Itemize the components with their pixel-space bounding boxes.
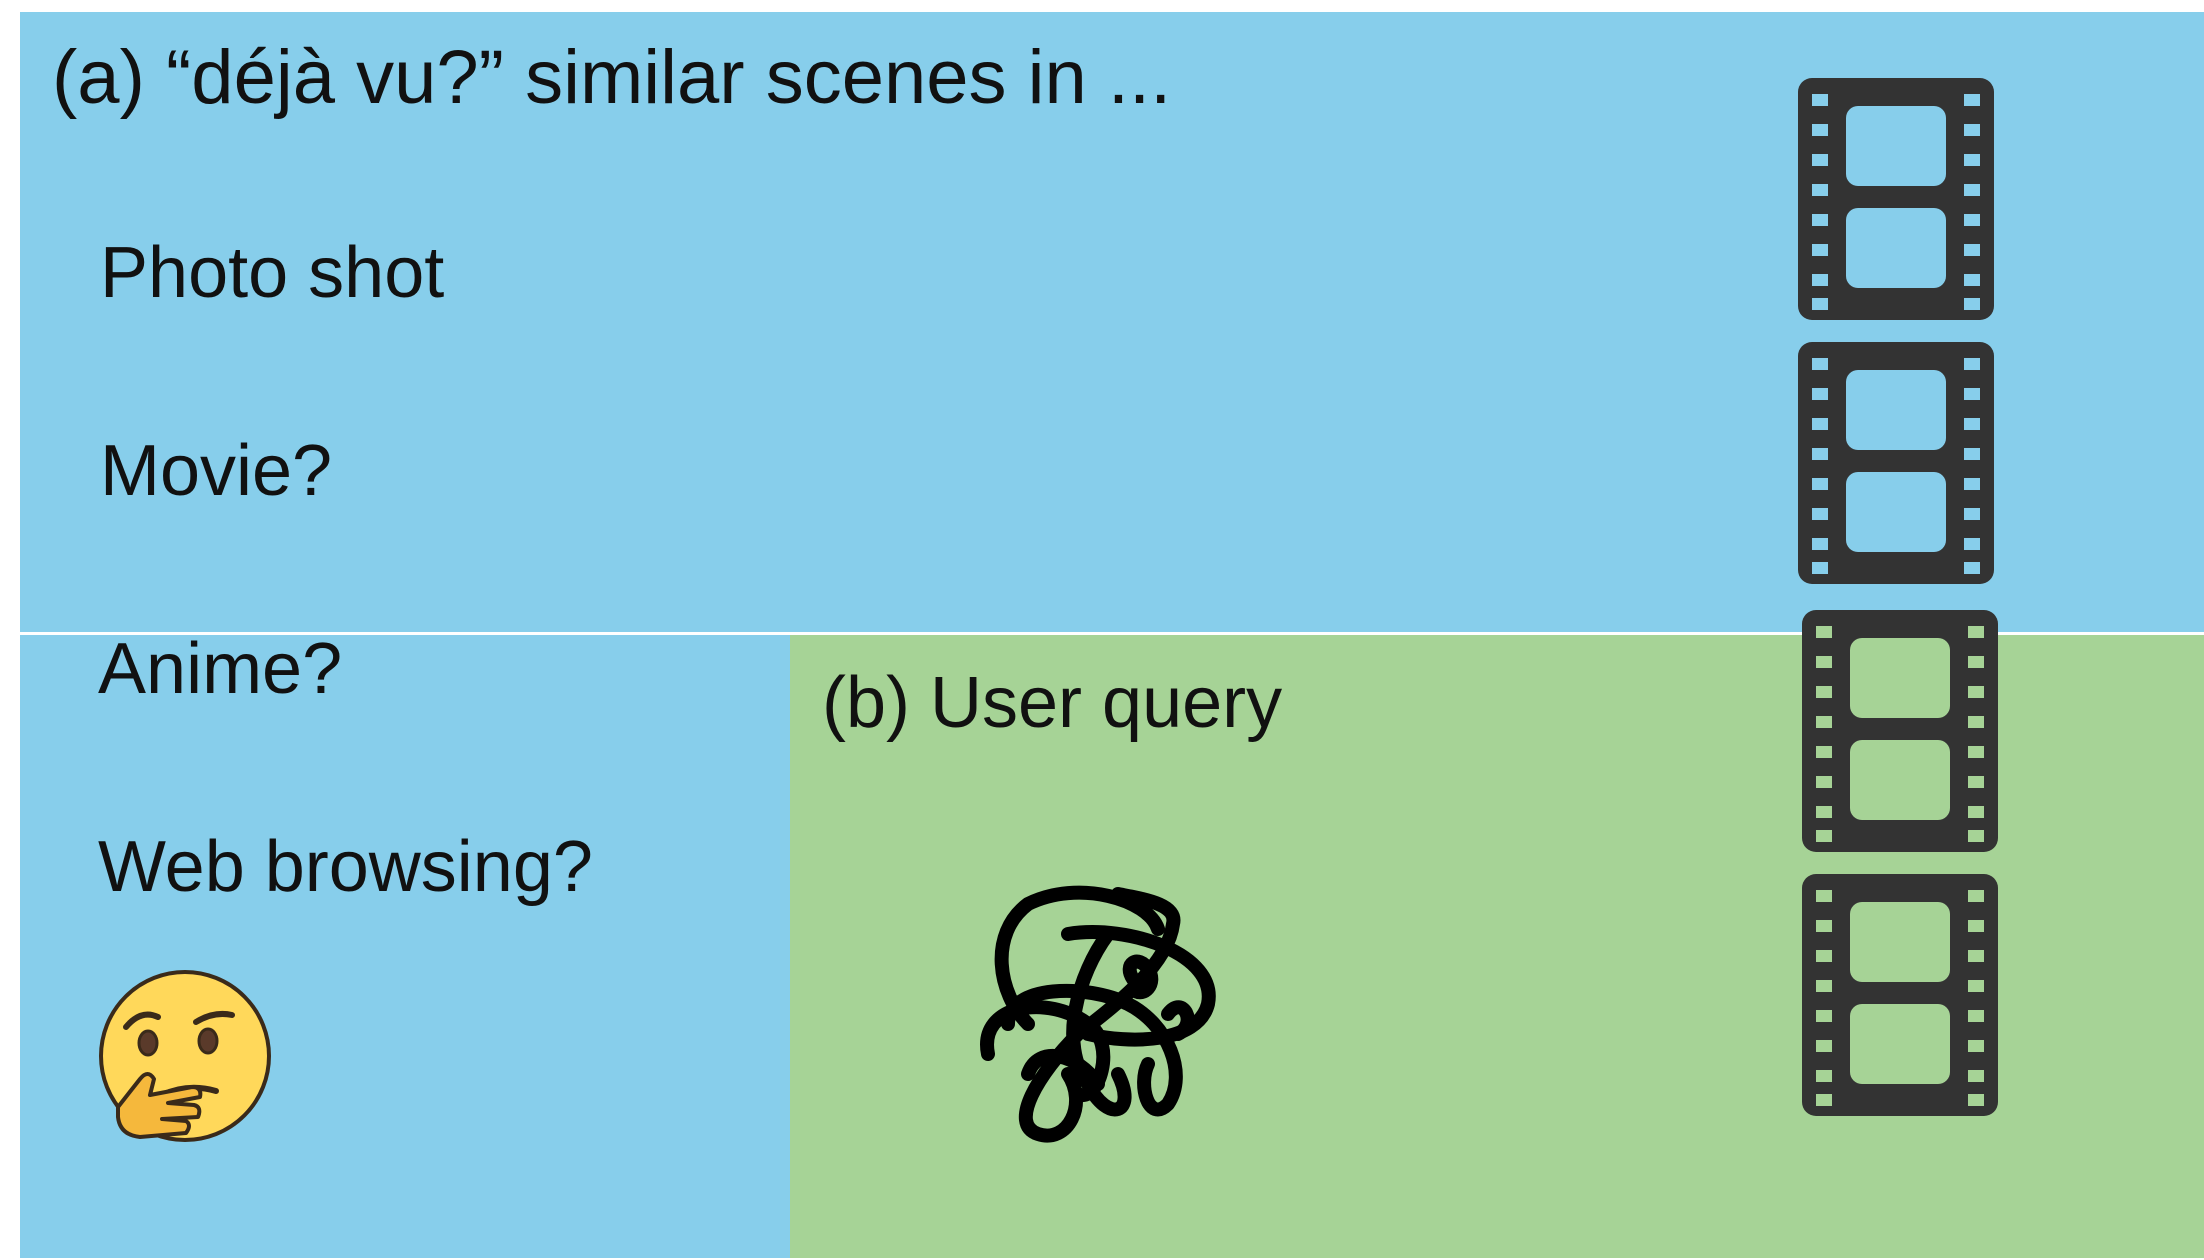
question-photo-shot: Photo shot [100,233,445,313]
question-movie: Movie? [100,431,333,511]
question-anime: Anime? [98,629,343,709]
thinking-face-icon [99,970,271,1142]
film-strip-icon [1798,78,1994,320]
scribble-sketch-icon [980,885,1216,1143]
panel-a-title: (a) “déjà vu?” similar scenes in ... [52,35,1172,120]
question-web-browsing: Web browsing? [98,827,593,907]
film-strip-icon [1798,342,1994,584]
panel-divider [20,632,2204,635]
panel-a-lower-background [20,635,790,1258]
film-strip-icon [1802,610,1998,852]
panel-b-title: (b) User query [822,663,1283,743]
film-strip-icon [1802,874,1998,1116]
